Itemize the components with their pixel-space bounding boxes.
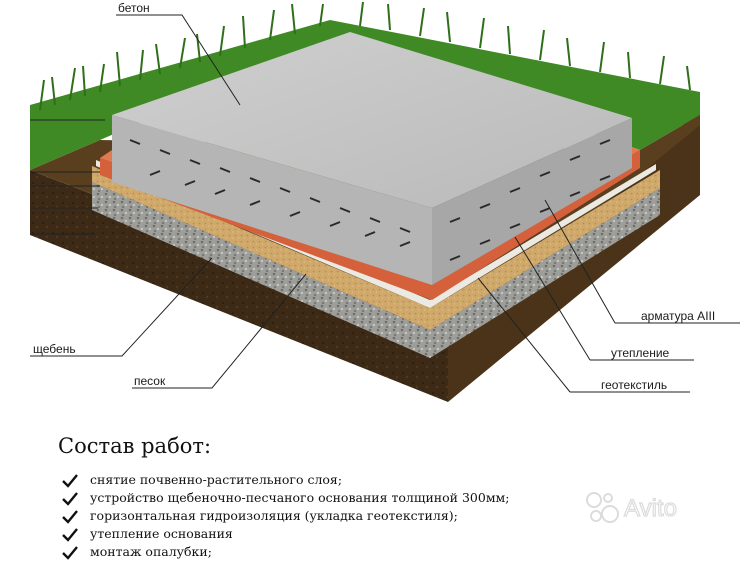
leader-left-ticks bbox=[30, 119, 105, 235]
work-item-text: снятие почвенно-растительного слоя; bbox=[90, 472, 343, 487]
label-rebar: арматура AIII bbox=[641, 309, 716, 323]
avito-watermark: Avito bbox=[586, 492, 678, 523]
leader-insulation bbox=[514, 236, 694, 361]
list-item: монтаж опалубки; bbox=[62, 543, 509, 561]
works-list: снятие почвенно-растительного слоя; устр… bbox=[62, 471, 509, 561]
list-item: устройство щебеночно-песчаного основания… bbox=[62, 489, 509, 507]
concrete-slab-front bbox=[112, 115, 432, 285]
avito-watermark-text: Avito bbox=[624, 495, 677, 522]
work-item-text: утепление основания bbox=[90, 526, 233, 541]
label-concrete: бетон bbox=[118, 1, 150, 15]
work-item-text: монтаж опалубки; bbox=[90, 544, 212, 559]
sand-layer bbox=[92, 166, 660, 330]
rebar-marks bbox=[129, 139, 611, 261]
concrete-slab-top bbox=[112, 32, 632, 208]
leader-concrete bbox=[116, 14, 241, 106]
check-icon bbox=[62, 510, 78, 524]
leader-sand bbox=[132, 273, 307, 389]
foundation-layers bbox=[92, 32, 660, 358]
leader-gravel bbox=[30, 257, 213, 357]
list-item: снятие почвенно-растительного слоя; bbox=[62, 471, 509, 489]
check-icon bbox=[62, 546, 78, 560]
gravel-layer bbox=[92, 182, 660, 358]
label-sand: песок bbox=[134, 374, 166, 388]
leader-lines bbox=[30, 14, 740, 393]
check-icon bbox=[62, 474, 78, 488]
grass-blades bbox=[39, 1, 691, 111]
check-icon bbox=[62, 528, 78, 542]
avito-logo-icon bbox=[586, 492, 619, 523]
work-item-text: устройство щебеночно-песчаного основания… bbox=[90, 490, 510, 505]
leader-rebar bbox=[544, 199, 740, 324]
label-insulation: утепление bbox=[611, 346, 670, 360]
works-title: Состав работ: bbox=[58, 434, 212, 458]
work-item-text: горизонтальная гидроизоляция (укладка ге… bbox=[90, 508, 458, 523]
label-geotextile: геотекстиль bbox=[601, 378, 668, 392]
foundation-diagram bbox=[30, 1, 740, 402]
list-item: горизонтальная гидроизоляция (укладка ге… bbox=[62, 507, 509, 525]
leader-geotextile bbox=[477, 277, 690, 393]
label-gravel: щебень bbox=[33, 342, 76, 356]
check-icon bbox=[62, 492, 78, 506]
list-item: утепление основания bbox=[62, 525, 509, 543]
